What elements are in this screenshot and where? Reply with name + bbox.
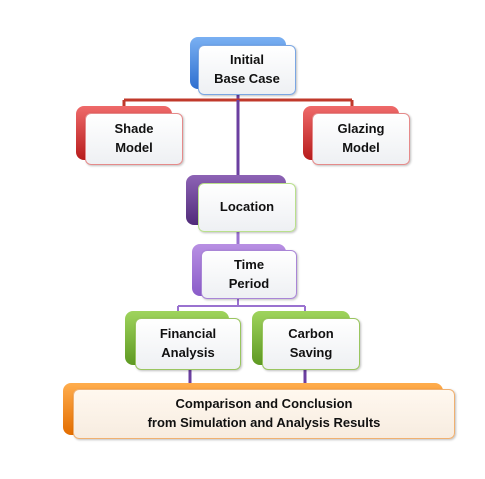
node-time-period: Time Period — [192, 244, 298, 300]
node-label-time-period: Time Period — [201, 250, 297, 299]
node-financial-analysis: Financial Analysis — [125, 311, 243, 371]
node-label-shade: Shade Model — [85, 113, 183, 165]
node-glazing-model: Glazing Model — [303, 106, 411, 166]
node-label-financial: Financial Analysis — [135, 318, 241, 370]
node-carbon-saving: Carbon Saving — [252, 311, 362, 371]
node-comparison-conclusion: Comparison and Conclusion from Simulatio… — [63, 383, 457, 441]
node-label-location: Location — [198, 183, 296, 232]
node-label-glazing: Glazing Model — [312, 113, 410, 165]
node-label-carbon: Carbon Saving — [262, 318, 360, 370]
node-shade-model: Shade Model — [76, 106, 184, 166]
node-location: Location — [186, 175, 298, 233]
node-label-initial: Initial Base Case — [198, 45, 296, 95]
node-label-conclusion: Comparison and Conclusion from Simulatio… — [73, 389, 455, 439]
node-initial-base-case: Initial Base Case — [190, 37, 298, 95]
